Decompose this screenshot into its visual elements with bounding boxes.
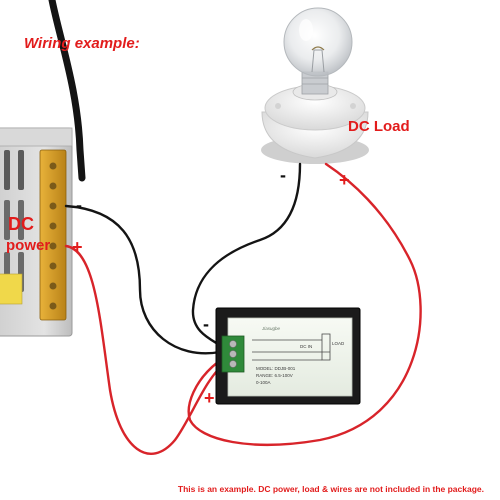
load-positive-sign: + [339,170,350,190]
wiring-title: Wiring example: [24,35,140,52]
meter-current: 0-100A [256,380,271,385]
load-negative-sign: - [280,165,286,185]
power-meter: Jiasugbe DC IN LOAD MODEL: DDJB-001 RANG… [215,307,361,405]
black-wire-supply [64,204,222,355]
meter-brand: Jiasugbe [261,326,281,331]
meter-dc-in: DC IN [300,344,312,349]
dc-load-label: DC Load [348,118,410,135]
light-bulb [283,7,353,95]
meter-load: LOAD [332,341,345,346]
lamp-socket [261,83,369,164]
mains-cable [48,0,86,182]
dc-power-label-line2: power [6,237,51,254]
meter-model: MODEL: DDJB-001 [256,366,296,371]
red-wire-load [187,162,422,446]
supply-positive-sign: + [72,237,83,257]
supply-negative-sign: - [76,195,82,215]
dc-power-label: DC [8,214,34,234]
meter-negative-sign: - [203,314,209,334]
power-supply [0,127,73,337]
black-wire-load [191,162,302,346]
meter-range: RANGE: 6.5-100V [256,373,293,378]
footnote: This is an example. DC power, load & wir… [177,484,484,494]
red-wire-supply [64,244,224,455]
meter-positive-sign: + [204,388,215,408]
